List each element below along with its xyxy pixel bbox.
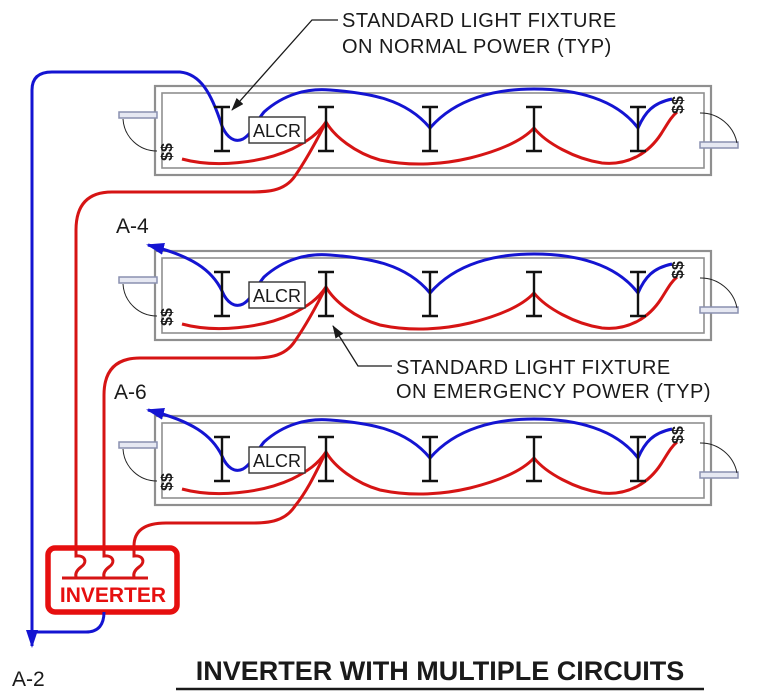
switch-symbols: $$ $$ $$ $$ $$ $$ <box>159 96 687 491</box>
light-fixture-icon <box>318 270 334 318</box>
breaker-icon <box>74 548 87 578</box>
alcr-controls: ALCR ALCR ALCR <box>248 116 306 474</box>
switch-pair-left-row-1: $$ <box>159 143 176 161</box>
door-swing-arc-right-icon <box>699 442 738 474</box>
alcr-label: ALCR <box>253 121 301 141</box>
alcr-outline <box>248 116 306 144</box>
normal-wire-row-1-and-a2-homerun <box>26 70 673 648</box>
normal-callout-line1: STANDARD LIGHT FIXTURE <box>342 10 617 32</box>
fixture-row-1 <box>118 84 739 177</box>
light-fixture-icon <box>630 105 646 153</box>
light-fixture-icon <box>214 105 230 153</box>
normal-callout-line2: ON NORMAL POWER (TYP) <box>342 36 612 58</box>
emergency-feed-row-3 <box>132 451 328 556</box>
normal-callout-leader-arrow <box>231 19 338 111</box>
light-fixture-icon <box>630 270 646 318</box>
emergency-callout-leader-arrow <box>332 325 392 367</box>
emergency-callout-line1: STANDARD LIGHT FIXTURE <box>396 357 671 379</box>
light-fixture-icon <box>318 435 334 483</box>
normal-power-wiring <box>26 70 673 648</box>
normal-wire-row-2-and-a4-homerun <box>146 243 673 307</box>
fixture-row-2-outer-outline <box>153 249 713 342</box>
fixture-row-1-outer-outline <box>153 84 713 177</box>
inverter-input-wire <box>33 611 106 634</box>
light-fixture-symbols <box>214 105 646 483</box>
alcr-outline <box>248 446 306 474</box>
fixture-row-1-inner-outline <box>161 92 705 169</box>
door-leaf-left-icon <box>118 276 158 284</box>
switch-pair-right-row-1: $$ <box>670 96 687 114</box>
switch-pair-left-row-3: $$ <box>159 473 176 491</box>
text-labels: STANDARD LIGHT FIXTURE ON NORMAL POWER (… <box>12 10 711 691</box>
emergency-wire-row-1 <box>181 110 678 166</box>
fixture-row-3-inner-outline <box>161 422 705 499</box>
circuit-label-a6: A-6 <box>114 381 147 404</box>
emergency-wire-row-2 <box>181 275 678 331</box>
door-leaf-right-icon <box>699 141 739 149</box>
door-leaf-right-icon <box>699 471 739 479</box>
circuit-label-a2: A-2 <box>12 668 45 691</box>
fixture-row-2-inner-outline <box>161 257 705 334</box>
switch-pair-left-row-2: $$ <box>159 308 176 326</box>
light-fixture-icon <box>318 105 334 153</box>
light-fixture-icon <box>526 270 542 318</box>
switch-pair-right-row-2: $$ <box>670 261 687 279</box>
circuit-label-a4: A-4 <box>116 215 149 238</box>
light-fixture-icon <box>526 435 542 483</box>
light-fixture-icon <box>630 435 646 483</box>
door-leaf-left-icon <box>118 441 158 449</box>
breaker-icon <box>132 548 145 578</box>
alcr-outline <box>248 281 306 309</box>
switch-pair-right-row-3: $$ <box>670 426 687 444</box>
alcr-box-row-3: ALCR <box>248 446 306 474</box>
emergency-callout-line2: ON EMERGENCY POWER (TYP) <box>396 381 711 403</box>
emergency-wire-row-3 <box>181 440 678 496</box>
fixture-row-2 <box>118 249 739 342</box>
light-fixture-icon <box>526 105 542 153</box>
door-swing-arc-right-icon <box>699 112 738 144</box>
callout-leaders <box>231 19 392 367</box>
emergency-power-wiring <box>74 110 678 556</box>
inverter: INVERTER <box>45 545 180 615</box>
door-leaf-left-icon <box>118 111 158 119</box>
light-fixture-icon <box>422 435 438 483</box>
alcr-label: ALCR <box>253 286 301 306</box>
diagram-title: INVERTER WITH MULTIPLE CIRCUITS <box>196 656 684 686</box>
light-fixture-icon <box>214 435 230 483</box>
breaker-icon <box>102 548 115 578</box>
alcr-label: ALCR <box>253 451 301 471</box>
light-fixture-icon <box>214 270 230 318</box>
alcr-box-row-1: ALCR <box>248 116 306 144</box>
alcr-box-row-2: ALCR <box>248 281 306 309</box>
door-swing-arc-left-icon <box>122 118 158 152</box>
door-swing-arc-left-icon <box>122 283 158 317</box>
door-leaf-right-icon <box>699 306 739 314</box>
emergency-feed-row-2 <box>102 286 328 556</box>
door-swing-arc-left-icon <box>122 448 158 482</box>
light-fixture-icon <box>422 105 438 153</box>
inverter-label: INVERTER <box>60 584 166 607</box>
emergency-feed-row-1 <box>74 121 328 556</box>
fixture-row-3-outer-outline <box>153 414 713 507</box>
door-swing-arc-right-icon <box>699 277 738 309</box>
light-fixture-icon <box>422 270 438 318</box>
inverter-box <box>45 545 180 615</box>
normal-wire-row-3-and-a6-homerun <box>146 408 673 472</box>
fixture-row-3 <box>118 414 739 507</box>
